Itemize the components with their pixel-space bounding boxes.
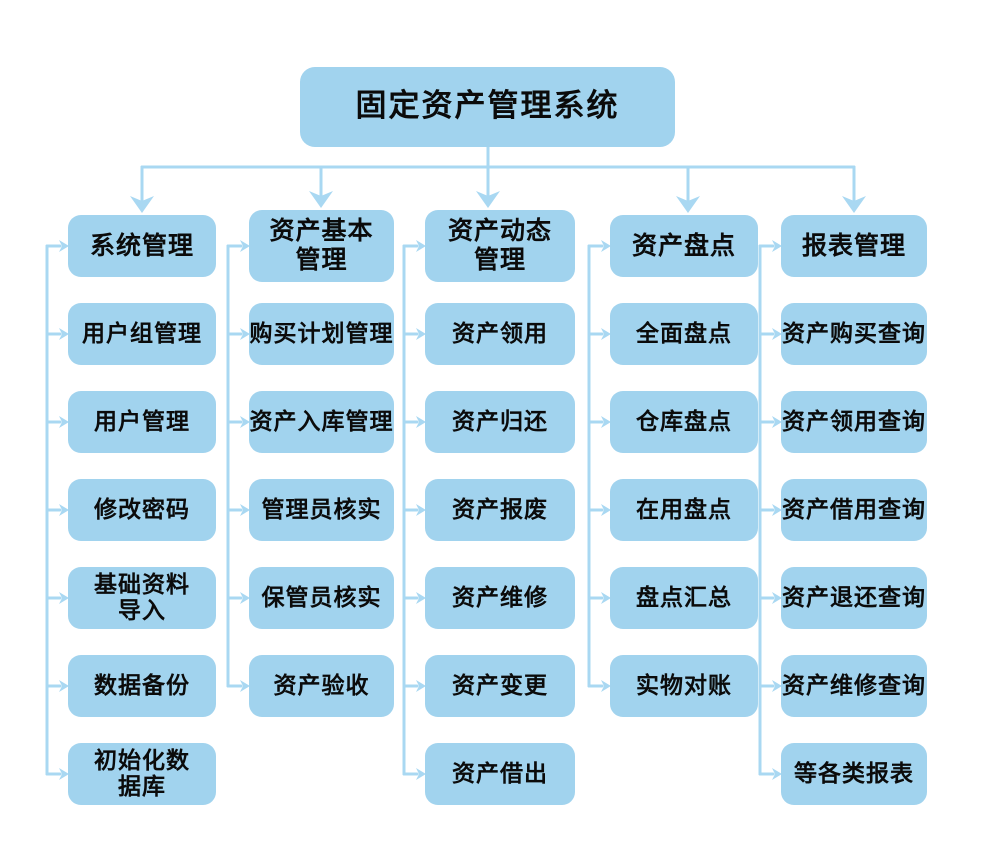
column-2-item-1: 购买计划管理 [249, 303, 394, 365]
column-4-header: 资产盘点 [610, 215, 758, 277]
column-4-item-4: 盘点汇总 [610, 567, 758, 629]
column-4-item-5: 实物对账 [610, 655, 758, 717]
column-5-item-2: 资产领用查询 [781, 391, 927, 453]
column-3-item-1: 资产领用 [425, 303, 575, 365]
column-2-item-5: 资产验收 [249, 655, 394, 717]
column-1-item-2: 用户管理 [68, 391, 216, 453]
column-1-item-6: 初始化数 据库 [68, 743, 216, 805]
column-2-item-4: 保管员核实 [249, 567, 394, 629]
column-5-item-6: 等各类报表 [781, 743, 927, 805]
column-5-item-5: 资产维修查询 [781, 655, 927, 717]
column-1-item-4: 基础资料 导入 [68, 567, 216, 629]
column-2-item-2: 资产入库管理 [249, 391, 394, 453]
column-1-item-5: 数据备份 [68, 655, 216, 717]
column-5-header: 报表管理 [781, 215, 927, 277]
column-5-item-3: 资产借用查询 [781, 479, 927, 541]
column-1-header: 系统管理 [68, 215, 216, 277]
column-5-item-4: 资产退还查询 [781, 567, 927, 629]
column-1-item-3: 修改密码 [68, 479, 216, 541]
column-5-item-1: 资产购买查询 [781, 303, 927, 365]
column-1-item-1: 用户组管理 [68, 303, 216, 365]
column-4-item-2: 仓库盘点 [610, 391, 758, 453]
root-node: 固定资产管理系统 [300, 67, 675, 147]
column-3-item-5: 资产变更 [425, 655, 575, 717]
column-3-item-4: 资产维修 [425, 567, 575, 629]
column-3-item-6: 资产借出 [425, 743, 575, 805]
column-3-item-3: 资产报废 [425, 479, 575, 541]
column-3-header: 资产动态 管理 [425, 210, 575, 282]
column-2-item-3: 管理员核实 [249, 479, 394, 541]
column-3-item-2: 资产归还 [425, 391, 575, 453]
column-2-header: 资产基本 管理 [249, 210, 394, 282]
column-4-item-1: 全面盘点 [610, 303, 758, 365]
column-4-item-3: 在用盘点 [610, 479, 758, 541]
